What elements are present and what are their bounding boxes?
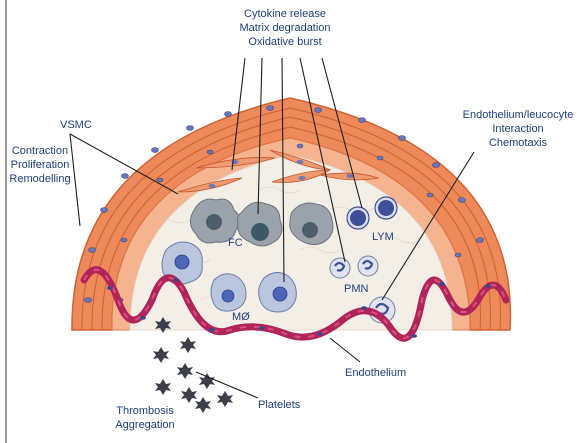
vsmc-label: VSMC [60, 119, 92, 131]
lym-label: LYM [372, 231, 394, 243]
foam-cell-icon [190, 199, 333, 246]
endothelium-label: Endothelium [345, 367, 406, 379]
mphi-label: MØ [232, 311, 250, 323]
left-label-proliferation: Proliferation [11, 159, 70, 171]
bottom-label-aggregation: Aggregation [115, 419, 174, 431]
top-label-oxidative: Oxidative burst [248, 36, 321, 48]
pmn-label: PMN [344, 283, 369, 295]
top-label-matrix: Matrix degradation [239, 22, 330, 34]
right-label-endo-leuco: Endothelium/leucocyte [463, 109, 574, 121]
platelets-label: Platelets [258, 399, 301, 411]
top-label-cytokine: Cytokine release [244, 8, 326, 20]
fc-label: FC [228, 237, 243, 249]
right-label-chemotaxis: Chemotaxis [489, 137, 548, 149]
left-label-remodelling: Remodelling [9, 173, 70, 185]
bottom-label-thrombosis: Thrombosis [116, 405, 174, 417]
right-label-interaction: Interaction [492, 123, 543, 135]
left-label-contraction: Contraction [12, 145, 68, 157]
